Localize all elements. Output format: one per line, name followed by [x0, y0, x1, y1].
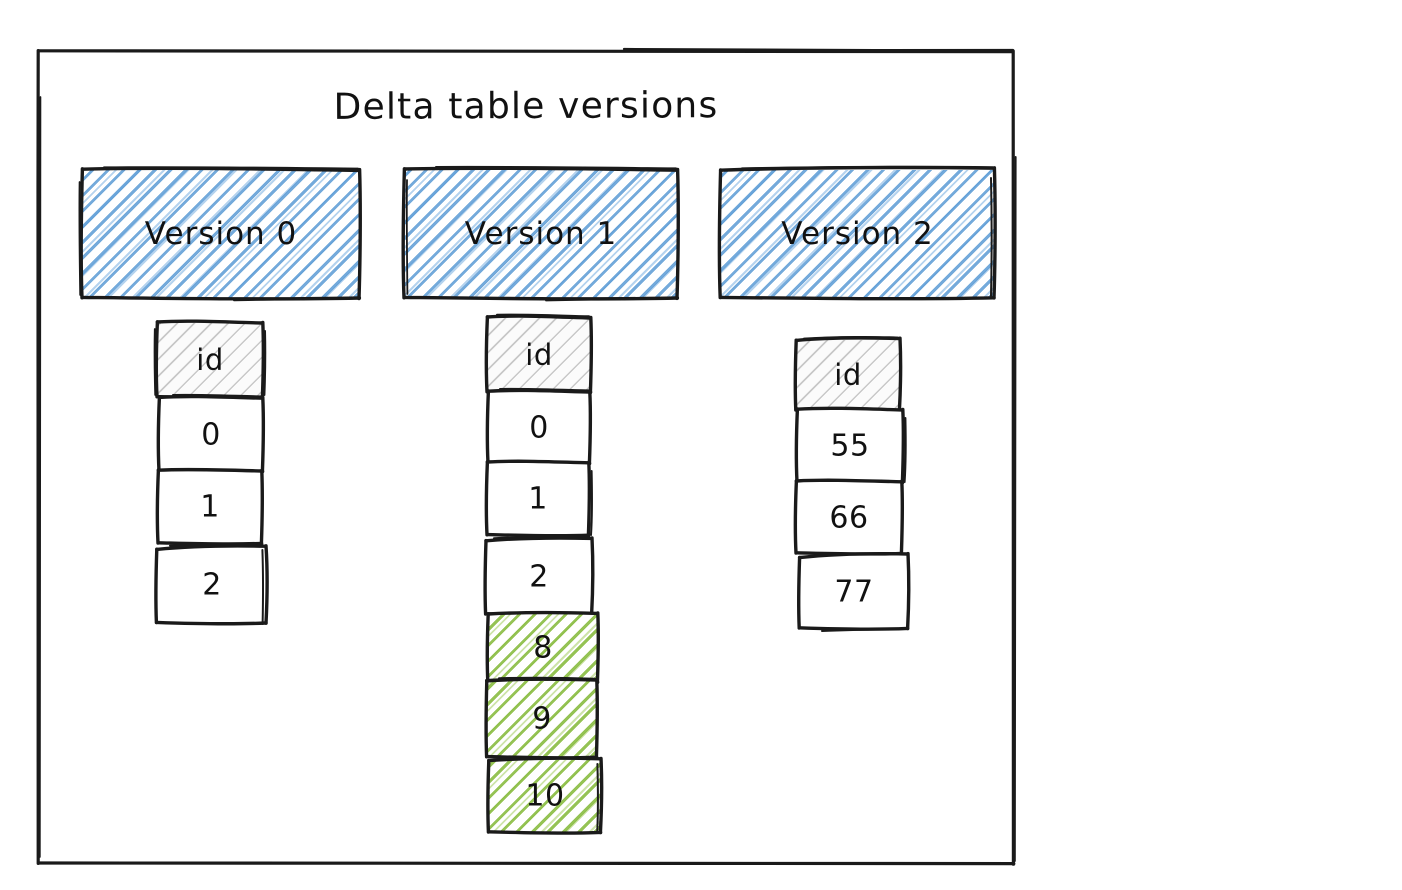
table-version-2-row-1-fill [796, 482, 902, 553]
table-version-1-row-1: 1 [484, 459, 593, 538]
table-version-0-header-label: id [196, 343, 224, 377]
table-version-1-row-3-hatch [488, 614, 598, 682]
table-version-1-header-label: id [525, 338, 553, 372]
table-version-1-row-5: 10 [486, 756, 604, 835]
page-title: Delta table versions [333, 85, 719, 128]
table-version-0-row-2-value: 2 [202, 567, 222, 603]
table-version-2-row-0-fill [797, 410, 903, 482]
table-version-0-row-0: 0 [156, 393, 266, 474]
table-version-1-row-4-value: 9 [532, 701, 552, 737]
table-version-0-header-cell: id [153, 319, 267, 400]
table-version-2-row-1: 66 [793, 478, 905, 556]
table-version-2-header-cell: id [793, 335, 903, 413]
table-version-1-row-4: 9 [484, 676, 599, 760]
table-version-2-row-0-value: 55 [830, 428, 870, 464]
table-version-1-row-2: 2 [483, 535, 595, 617]
table-version-1-row-5-hatch [489, 760, 601, 832]
table-version-0-header-hatch [157, 323, 263, 397]
table-version-1-row-2-fill [486, 540, 592, 614]
table-version-0-row-2: 2 [154, 544, 269, 626]
table-version-1-row-3-value: 8 [533, 630, 553, 666]
table-version-0-row-0-value: 0 [201, 417, 221, 452]
version-banner-0[interactable]: Version 0 [78, 166, 362, 302]
table-version-1-row-4-hatch [487, 681, 597, 757]
version-banner-1-hatch [404, 170, 678, 298]
table-version-1-row-2-value: 2 [529, 559, 549, 595]
table-version-1-header-cell: id [484, 313, 594, 395]
version-banner-2-label: Version 2 [781, 216, 934, 252]
table-version-2-row-2: 77 [796, 551, 911, 632]
version-banner-1-label: Version 1 [464, 216, 618, 252]
table-version-2-row-1-value: 66 [829, 500, 869, 535]
table-version-0-row-2-fill [157, 548, 267, 622]
version-banner-2[interactable]: Version 2 [717, 165, 997, 301]
version-banner-0-hatch [82, 170, 360, 298]
table-version-1-row-0: 0 [485, 387, 593, 466]
version-banner-0-label: Version 0 [144, 216, 298, 252]
table-version-2-header-hatch [796, 340, 900, 410]
table-version-0-row-0-fill [159, 398, 263, 471]
table-version-1-row-1-fill [487, 463, 589, 535]
table-version-1-header-hatch [487, 318, 591, 392]
table-version-1-row-0-value: 0 [529, 410, 549, 445]
table-version-2-header-label: id [834, 358, 862, 392]
table-version-2-row-2-value: 77 [834, 574, 874, 610]
version-banner-1[interactable]: Version 1 [401, 165, 680, 302]
table-version-1-row-5-value: 10 [525, 778, 565, 814]
table-version-0-row-1-value: 1 [200, 489, 220, 525]
table-version-1-row-0-fill [488, 392, 590, 463]
table-version-1-row-1-value: 1 [528, 481, 548, 517]
table-version-2-row-0: 55 [794, 406, 907, 485]
version-banner-2-hatch [720, 170, 995, 298]
table-version-1-row-3: 8 [485, 610, 600, 685]
table-version-2-row-2-fill [800, 556, 908, 628]
table-version-0-row-1: 1 [155, 467, 264, 547]
table-version-0-row-1-fill [158, 471, 262, 543]
